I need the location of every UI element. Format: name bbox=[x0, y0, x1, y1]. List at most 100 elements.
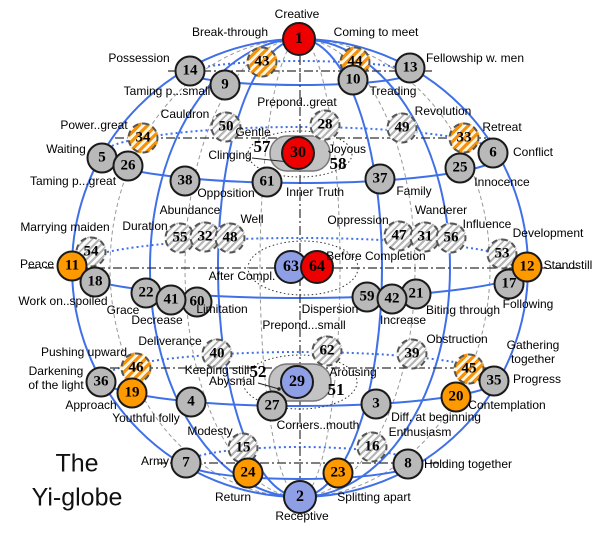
hexagram-label-60: Limitation bbox=[196, 302, 248, 317]
hexagram-node-13: 13 bbox=[394, 52, 426, 84]
hexagram-label-50: Cauldron bbox=[160, 107, 210, 122]
hexagram-node-26: 26 bbox=[112, 150, 144, 182]
hexagram-label-1: Creative bbox=[274, 7, 320, 22]
hexagram-node-23: 23 bbox=[322, 457, 354, 489]
hexagram-label-61: Inner Truth bbox=[285, 185, 345, 200]
hexagram-node-50: 50 bbox=[210, 111, 242, 143]
hexagram-label-19: Approach bbox=[65, 398, 117, 413]
hexagram-label-30: Clinging bbox=[208, 148, 252, 163]
hexagram-label-12: Standstill bbox=[543, 258, 593, 273]
hexagram-label-17: Following bbox=[502, 297, 554, 312]
hexagram-label-38: Opposition bbox=[197, 186, 255, 201]
hexagram-label-9: Taming p...small bbox=[123, 84, 211, 99]
hexagram-node-34: 34 bbox=[127, 122, 159, 154]
hexagram-node-2: 2 bbox=[283, 480, 317, 514]
hexagram-label-63: After Compl. bbox=[208, 269, 276, 284]
hexagram-node-18: 18 bbox=[79, 266, 111, 298]
hexagram-number-58: 58 bbox=[329, 154, 347, 173]
hexagram-node-30: 30 bbox=[281, 136, 315, 170]
hexagram-node-8: 8 bbox=[392, 448, 424, 480]
hexagram-label-39: Obstruction bbox=[426, 332, 488, 347]
hexagram-node-60: 60 bbox=[181, 286, 213, 318]
cluster-ellipses bbox=[242, 130, 359, 410]
hexagram-node-25: 25 bbox=[444, 152, 476, 184]
hexagram-label-8: Holding together bbox=[423, 457, 513, 472]
hexagram-label-5: Waiting bbox=[46, 142, 86, 157]
hexagram-node-28: 28 bbox=[309, 109, 341, 141]
hexagram-node-56: 56 bbox=[435, 222, 467, 254]
hexagram-label-52: Keeping still bbox=[184, 363, 250, 378]
hexagram-node-61: 61 bbox=[251, 166, 283, 198]
hexagram-label-13: Fellowship w. men bbox=[425, 51, 525, 66]
hexagram-label-49: Revolution bbox=[414, 104, 472, 119]
hexagram-number-51: 51 bbox=[327, 380, 345, 399]
hexagram-label-44: Coming to meet bbox=[333, 25, 419, 40]
hexagram-label-32: Duration bbox=[122, 219, 168, 234]
hexagram-label-48: Well bbox=[240, 212, 264, 227]
hexagram-node-29: 29 bbox=[280, 365, 314, 399]
hexagram-label-35: Progress bbox=[512, 372, 562, 387]
hexagram-label-40: Deliverance bbox=[138, 334, 202, 349]
hexagram-node-16: 16 bbox=[356, 431, 388, 463]
hexagram-label-20: Contemplation bbox=[468, 398, 546, 413]
hexagram-label-47: Oppression bbox=[327, 213, 389, 228]
hexagram-node-40: 40 bbox=[201, 338, 233, 370]
hexagram-label-64: Before Completion bbox=[326, 249, 426, 264]
hexagram-node-43: 43 bbox=[246, 46, 278, 78]
hexagram-label-62: Prepond...small bbox=[262, 318, 346, 333]
hexagram-node-42: 42 bbox=[376, 283, 408, 315]
hexagram-node-24: 24 bbox=[232, 457, 264, 489]
hexagram-label-22: Grace bbox=[106, 303, 140, 318]
hexagram-label-2: Receptive bbox=[275, 509, 329, 524]
hexagram-label-31: Influence bbox=[462, 217, 512, 232]
hexagram-label-54: Marrying maiden bbox=[20, 220, 110, 235]
hexagram-node-27: 27 bbox=[256, 390, 288, 422]
hexagram-node-49: 49 bbox=[386, 112, 418, 144]
hexagram-node-10: 10 bbox=[337, 64, 369, 96]
hexagram-label-18: Work on..spoiled bbox=[18, 294, 108, 309]
hexagram-label-24: Return bbox=[214, 490, 252, 505]
hexagram-node-35: 35 bbox=[478, 365, 510, 397]
hexagram-node-14: 14 bbox=[174, 55, 206, 87]
hexagram-label-33: Retreat bbox=[482, 120, 522, 135]
hexagram-label-25: Innocence bbox=[474, 175, 530, 190]
hexagram-label-46: Pushing upward bbox=[40, 345, 128, 360]
hexagram-label-11: Peace bbox=[19, 257, 55, 272]
hexagram-node-20: 20 bbox=[440, 381, 472, 413]
hexagram-label-34: Power..great bbox=[60, 118, 128, 133]
hexagram-label-3: Diff. at beginning bbox=[391, 410, 481, 425]
hexagram-label-36: Darkening of the light bbox=[28, 364, 84, 392]
hexagram-node-4: 4 bbox=[175, 386, 207, 418]
hexagram-label-43: Break-through bbox=[191, 25, 269, 40]
hexagram-node-38: 38 bbox=[169, 165, 201, 197]
hexagram-label-7: Army bbox=[141, 454, 169, 469]
hexagram-label-45: Gathering together bbox=[506, 338, 560, 366]
hexagram-node-9: 9 bbox=[209, 69, 241, 101]
hexagram-label-53: Development bbox=[512, 226, 584, 241]
hexagram-label-58: Joyous bbox=[327, 142, 367, 157]
hexagram-label-21: Biting through bbox=[425, 303, 501, 318]
hexagram-node-19: 19 bbox=[116, 377, 148, 409]
hexagram-node-48: 48 bbox=[214, 222, 246, 254]
hexagram-label-51: Arousing bbox=[329, 365, 377, 380]
hexagram-label-28: Prepond..great bbox=[257, 95, 337, 110]
hexagram-label-4: Youthful folly bbox=[112, 411, 180, 426]
hexagram-node-6: 6 bbox=[477, 137, 509, 169]
hexagram-label-55: Abundance bbox=[159, 203, 221, 218]
hexagram-label-37: Family bbox=[396, 184, 432, 199]
hexagram-number-52: 52 bbox=[249, 362, 267, 381]
hexagram-label-15: Modesty bbox=[187, 424, 233, 439]
hexagram-label-16: Enthusiasm bbox=[388, 425, 452, 440]
hexagram-node-62: 62 bbox=[311, 335, 343, 367]
hexagram-label-10: Treading bbox=[369, 84, 417, 99]
hexagram-node-1: 1 bbox=[282, 22, 316, 56]
hexagram-label-14: Possession bbox=[108, 51, 170, 66]
hexagram-label-27: Corners..mouth bbox=[276, 418, 360, 433]
hexagram-node-64: 64 bbox=[300, 250, 334, 284]
hexagram-node-12: 12 bbox=[511, 251, 543, 283]
hexagram-node-37: 37 bbox=[364, 163, 396, 195]
hexagram-label-23: Splitting apart bbox=[337, 490, 411, 505]
hexagram-label-57: Gentle bbox=[235, 125, 271, 140]
